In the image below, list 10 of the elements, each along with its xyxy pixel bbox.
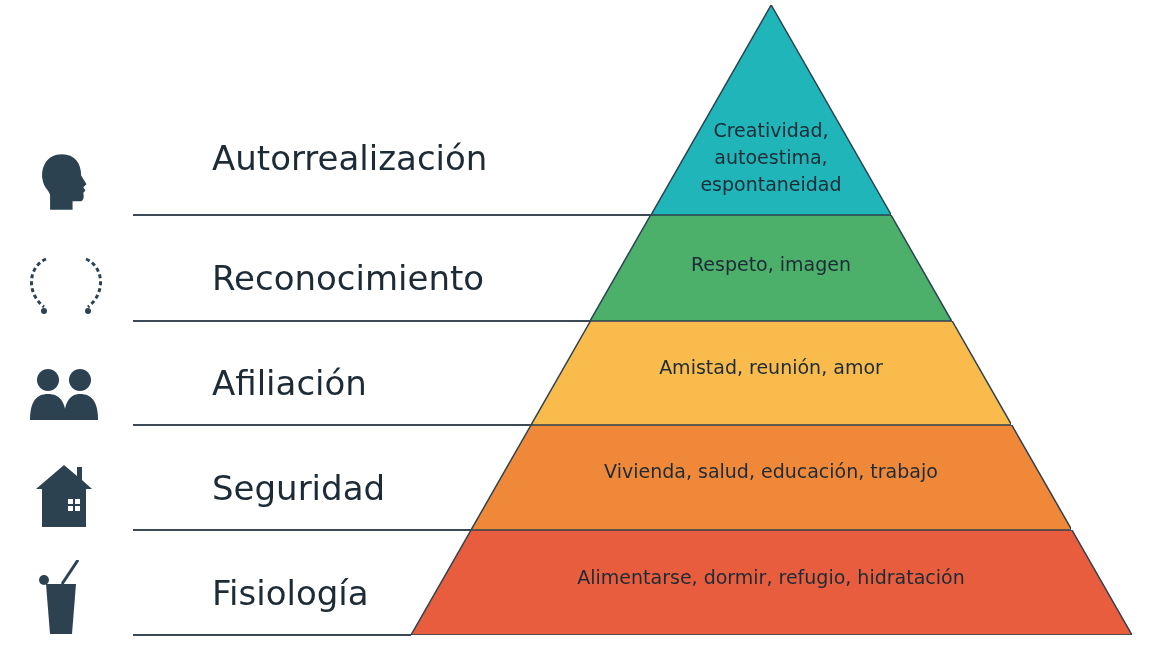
level-label: Reconocimiento — [212, 258, 485, 298]
level-label: Seguridad — [212, 467, 386, 508]
band-text: Respeto, imagen — [689, 252, 853, 277]
level-label: Afiliación — [212, 363, 367, 403]
band-text: Creatividad, autoestima, espontaneidad — [699, 118, 843, 197]
band-text: Amistad, reunión, amor — [658, 355, 884, 380]
band-text: Alimentarse, dormir, refugio, hidratación — [576, 565, 966, 590]
level-label: Autorrealización — [212, 138, 488, 178]
level-label: Fisiología — [212, 572, 369, 613]
band-text: Vivienda, salud, educación, trabajo — [603, 459, 939, 484]
